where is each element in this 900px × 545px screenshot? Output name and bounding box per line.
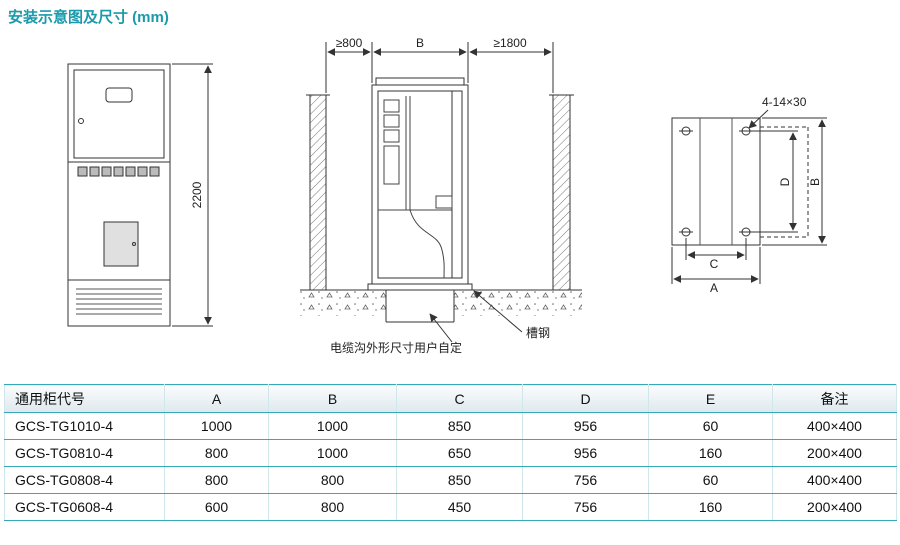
table-row: GCS-TG1010-4 1000 1000 850 956 60 400×40… [4, 412, 897, 440]
page-title: 安装示意图及尺寸 (mm) [8, 9, 169, 26]
cell-b: 1000 [268, 439, 397, 467]
dimension-table: 通用柜代号 A B C D E 备注 GCS-TG1010-4 1000 100… [4, 384, 897, 521]
cell-code: GCS-TG1010-4 [4, 412, 165, 440]
dim-d-label: D [778, 177, 792, 186]
dim-b-lines [762, 117, 827, 246]
cell-b: 1000 [268, 412, 397, 440]
cell-c: 450 [396, 493, 523, 521]
dim-cabinet-width-label: B [416, 36, 424, 50]
table-row: GCS-TG0810-4 800 1000 650 956 160 200×40… [4, 439, 897, 467]
cell-code: GCS-TG0810-4 [4, 439, 165, 467]
dim-left-clearance-label: ≥800 [336, 36, 363, 50]
cell-a: 800 [164, 466, 269, 494]
vent-louvers [76, 288, 162, 315]
dim-c-label: C [710, 257, 719, 271]
table-row: GCS-TG0608-4 600 800 450 756 160 200×400 [4, 493, 897, 521]
indicator-row [77, 166, 160, 177]
dim-d-lines [753, 130, 798, 233]
header-d: D [522, 384, 649, 413]
front-height-dimension: 2200 [172, 63, 213, 327]
cabinet-top-plate [375, 77, 465, 86]
installation-side-view [300, 77, 582, 343]
dim-b-label: B [808, 178, 822, 186]
cell-remark: 400×400 [772, 412, 897, 440]
header-remark: 备注 [772, 384, 897, 413]
cell-c: 850 [396, 412, 523, 440]
cell-a: 600 [164, 493, 269, 521]
header-a: A [164, 384, 269, 413]
table-row: GCS-TG0808-4 800 800 850 756 60 400×400 [4, 466, 897, 494]
cell-e: 60 [648, 412, 773, 440]
side-view-top-dimensions [325, 42, 554, 93]
concrete-left [300, 290, 386, 316]
cell-d: 756 [522, 493, 649, 521]
lock-knob [78, 118, 84, 124]
cell-remark: 200×400 [772, 493, 897, 521]
base-plan-view [671, 109, 827, 284]
right-wall [552, 94, 571, 291]
cell-remark: 200×400 [772, 439, 897, 467]
concrete-right [454, 290, 582, 316]
diagram-canvas: 2200 [67, 36, 827, 355]
dim-right-clearance-label: ≥1800 [493, 36, 527, 50]
cell-e: 160 [648, 439, 773, 467]
header-e: E [648, 384, 773, 413]
cabinet-internals [378, 96, 453, 279]
cell-e: 60 [648, 466, 773, 494]
header-c: C [396, 384, 523, 413]
cell-remark: 400×400 [772, 466, 897, 494]
cell-c: 650 [396, 439, 523, 467]
cell-b: 800 [268, 493, 397, 521]
slot-note-label: 4-14×30 [762, 95, 807, 109]
channel-steel-base [367, 283, 473, 291]
mounting-slots [679, 126, 753, 237]
header-b: B [268, 384, 397, 413]
cell-d: 956 [522, 439, 649, 467]
dim-c-lines [685, 238, 747, 260]
cell-c: 850 [396, 466, 523, 494]
cell-a: 800 [164, 439, 269, 467]
table-header-row: 通用柜代号 A B C D E 备注 [4, 384, 897, 413]
cabinet-front-view [67, 63, 171, 327]
cell-e: 160 [648, 493, 773, 521]
cable-trench [385, 290, 455, 323]
display-window [105, 87, 133, 103]
cell-d: 756 [522, 466, 649, 494]
left-wall [309, 94, 327, 291]
cabinet-outline-dashed [760, 126, 809, 238]
cell-a: 1000 [164, 412, 269, 440]
header-cabinet-code: 通用柜代号 [4, 384, 165, 413]
dim-height-label: 2200 [190, 181, 204, 208]
cell-code: GCS-TG0608-4 [4, 493, 165, 521]
dim-a-lines [671, 247, 761, 284]
cell-b: 800 [268, 466, 397, 494]
cell-d: 956 [522, 412, 649, 440]
cell-code: GCS-TG0808-4 [4, 466, 165, 494]
trench-note-label: 电缆沟外形尺寸用户自定 [330, 340, 462, 355]
channel-steel-label: 槽钢 [526, 326, 550, 340]
dim-a-label: A [710, 281, 718, 295]
